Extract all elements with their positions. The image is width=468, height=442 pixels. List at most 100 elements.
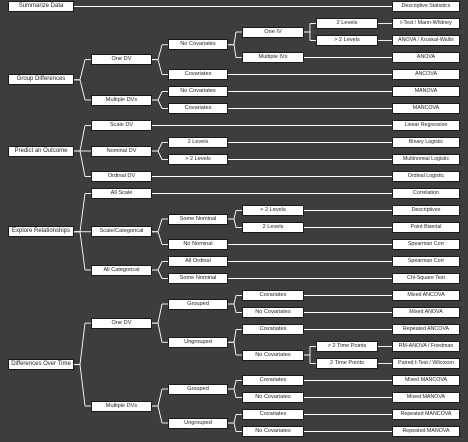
connector <box>157 150 163 160</box>
connector <box>157 91 163 101</box>
branch-box-2-levels[interactable]: 2 Levels <box>168 137 228 148</box>
branch-box-multiple-ivs[interactable]: Multiple IVs <box>242 52 304 63</box>
branch-box-covariates[interactable]: Covariates <box>242 324 304 335</box>
branch-box-no-nominal[interactable]: No Nominal <box>168 239 228 250</box>
branch-box-no-covariates[interactable]: No Covariates <box>242 349 304 361</box>
connector <box>233 380 237 390</box>
test-box-repeated-ancova[interactable]: Repeated ANCOVA <box>392 324 460 335</box>
test-box-anova-kruskal-wallis[interactable]: ANOVA / Kruskal-Wallis <box>392 35 460 46</box>
connector <box>79 364 86 407</box>
test-box-mixed-anova[interactable]: Mixed ANOVA <box>392 307 460 318</box>
connector <box>233 218 237 228</box>
branch-box-multiple-dvs[interactable]: Multiple DVs <box>91 400 152 412</box>
test-box-correlation[interactable]: Correlation <box>392 188 460 199</box>
test-box-linear-regression[interactable]: Linear Regression <box>392 120 460 131</box>
branch-box-some-nominal[interactable]: Some Nominal <box>168 213 228 225</box>
branch-box-no-covariates[interactable]: No Covariates <box>168 39 228 51</box>
test-box-anova[interactable]: ANOVA <box>392 52 460 63</box>
test-box-spearman-corr[interactable]: Spearman Corr <box>392 256 460 267</box>
test-box-point-biserial[interactable]: Point Biserial <box>392 222 460 233</box>
connector <box>157 218 163 232</box>
branch-box-2-levels[interactable]: 2 Levels <box>242 222 304 233</box>
test-box-manova[interactable]: MANOVA <box>392 86 460 97</box>
branch-box-no-covariates[interactable]: No Covariates <box>242 307 304 318</box>
branch-box-2-time-points[interactable]: 2 Time Points <box>316 358 378 369</box>
branch-box-all-scale[interactable]: All Scale <box>91 188 152 199</box>
test-box-binary-logistic[interactable]: Binary Logistic <box>392 137 460 148</box>
branch-box-2-levels[interactable]: 2 Levels <box>316 18 378 29</box>
branch-box-no-covariates[interactable]: No Covariates <box>242 426 304 437</box>
test-box-chi-square-test[interactable]: Chi-Square Test <box>392 273 460 284</box>
branch-box-all-ordinal[interactable]: All Ordinal <box>168 256 228 267</box>
connector <box>233 210 237 220</box>
branch-box-covariates[interactable]: Covariates <box>242 290 304 301</box>
test-box-ancova[interactable]: ANCOVA <box>392 69 460 80</box>
connector <box>157 269 163 279</box>
branch-box-ungrouped[interactable]: Ungrouped <box>168 336 228 348</box>
connector <box>157 99 163 109</box>
branch-box-scale-dv[interactable]: Scale DV <box>91 120 152 131</box>
test-box-descriptives[interactable]: Descriptives <box>392 205 460 216</box>
branch-box-explore-relationships[interactable]: Explore Relationships <box>8 226 74 238</box>
branch-box-2-levels[interactable]: > 2 Levels <box>316 35 378 46</box>
branch-box-covariates[interactable]: Covariates <box>168 103 228 114</box>
branch-box-nominal-dv[interactable]: Nominal DV <box>91 145 152 157</box>
test-box-mixed-ancova[interactable]: Mixed ANCOVA <box>392 290 460 301</box>
connector <box>233 44 237 58</box>
branch-box-one-dv[interactable]: One DV <box>91 54 152 66</box>
branch-box-grouped[interactable]: Grouped <box>168 298 228 310</box>
connector <box>233 388 237 398</box>
branch-box-covariates[interactable]: Covariates <box>242 409 304 420</box>
connector <box>157 388 163 407</box>
connector <box>157 231 163 245</box>
branch-box-covariates[interactable]: Covariates <box>168 69 228 80</box>
branch-box-one-iv[interactable]: One IV <box>242 26 304 38</box>
test-box-repeated-mancova[interactable]: Repeated MANCOVA <box>392 409 460 420</box>
branch-box-ungrouped[interactable]: Ungrouped <box>168 417 228 429</box>
branch-box-2-levels[interactable]: > 2 Levels <box>168 154 228 165</box>
test-box-t-test-mann-whitney[interactable]: t-Test / Mann-Whitney <box>392 18 460 29</box>
test-box-spearman-corr[interactable]: Spearman Corr <box>392 239 460 250</box>
test-box-repeated-manova[interactable]: Repeated MANOVA <box>392 426 460 437</box>
branch-box-all-categorical[interactable]: All Categorical <box>91 264 152 276</box>
test-box-mixed-mancova[interactable]: Mixed MANCOVA <box>392 375 460 386</box>
branch-box-group-differences[interactable]: Group Differences <box>8 74 74 86</box>
branch-box-2-time-points[interactable]: > 2 Time Points <box>316 341 378 352</box>
branch-box-multiple-dvs[interactable]: Multiple DVs <box>91 94 152 106</box>
connector <box>233 342 237 356</box>
connector <box>157 59 163 75</box>
branch-box-2-levels[interactable]: > 2 Levels <box>242 205 304 216</box>
connector <box>233 303 237 313</box>
connector <box>157 44 163 60</box>
connector <box>233 31 237 45</box>
test-box-multinomial-logistic[interactable]: Multinomial Logistic <box>392 154 460 165</box>
branch-box-no-covariates[interactable]: No Covariates <box>168 86 228 97</box>
branch-box-scale-categorical[interactable]: Scale/Categorical <box>91 226 152 238</box>
branch-box-no-covariates[interactable]: No Covariates <box>242 392 304 403</box>
branch-box-covariates[interactable]: Covariates <box>242 375 304 386</box>
test-box-mancova[interactable]: MANCOVA <box>392 103 460 114</box>
branch-box-ordinal-dv[interactable]: Ordinal DV <box>91 171 152 182</box>
connector <box>233 422 237 432</box>
connector <box>233 414 237 424</box>
branch-box-some-nominal[interactable]: Some Nominal <box>168 273 228 284</box>
connector <box>79 79 86 101</box>
test-box-paired-t-test-wilcoxon[interactable]: Paired t-Test / Wilcoxon <box>392 358 460 369</box>
branch-box-differences-over-time[interactable]: Differences Over Time <box>8 359 74 371</box>
connector <box>157 405 163 424</box>
branch-box-summarize-data[interactable]: Summarize Data <box>8 1 74 12</box>
connector <box>79 150 86 177</box>
branch-box-grouped[interactable]: Grouped <box>168 383 228 395</box>
connector <box>157 142 163 152</box>
branch-box-one-dv[interactable]: One DV <box>91 317 152 329</box>
connector <box>79 125 86 152</box>
test-box-rm-anova-friedman[interactable]: RM-ANOVA / Friedman <box>392 341 460 352</box>
connector <box>157 323 163 343</box>
test-box-ordinal-logistic[interactable]: Ordinal Logistic <box>392 171 460 182</box>
branch-box-predict-an-outcome[interactable]: Predict an Outcome <box>8 145 74 157</box>
connector <box>79 323 86 365</box>
test-box-mixed-manova[interactable]: Mixed MANOVA <box>392 392 460 403</box>
test-box-descriptive-statistics[interactable]: Descriptive Statistics <box>392 1 460 12</box>
